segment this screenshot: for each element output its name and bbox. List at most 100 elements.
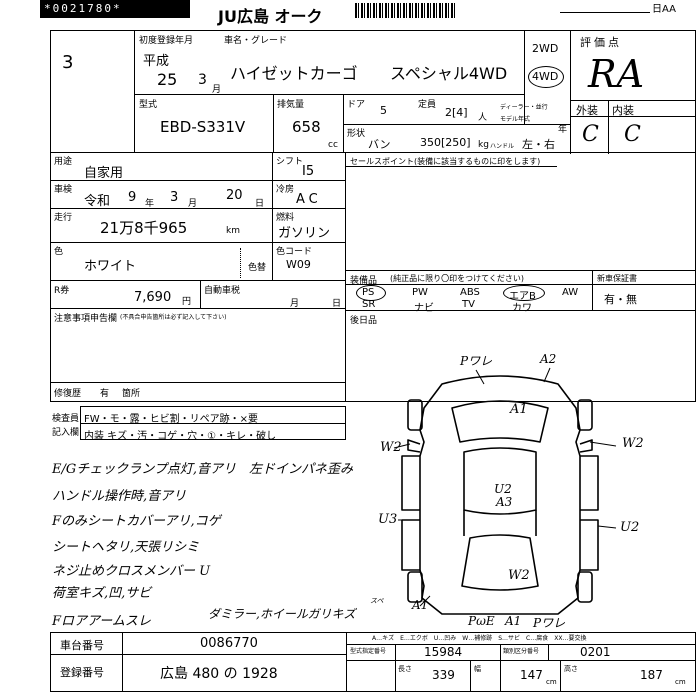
equipment-label: 装備品 xyxy=(350,276,378,286)
car-diagram xyxy=(393,367,617,615)
handle-label: ハンドル xyxy=(490,143,515,150)
first-reg-year: 25 xyxy=(157,70,178,89)
diagram-mark-12: PωE xyxy=(468,614,495,628)
inspection-label: 車検 xyxy=(54,185,73,195)
inspection-month: 3 xyxy=(170,190,179,205)
diagram-mark-15: スペ xyxy=(370,597,384,605)
grade-int-value: C xyxy=(624,122,641,147)
diagram-mark-2: A2 xyxy=(540,352,557,366)
mileage-unit: km xyxy=(226,226,240,236)
model-year-label: モデル年式 xyxy=(500,116,531,123)
inspection-day-unit: 日 xyxy=(255,199,265,209)
color-label: 色 xyxy=(54,247,64,257)
width-label: 幅 xyxy=(474,665,481,673)
chassis-value: 0086770 xyxy=(200,636,258,651)
model-label: 車名・グレード xyxy=(224,36,288,46)
fuel-value: ガソリン xyxy=(278,226,331,241)
bottom-table xyxy=(50,632,696,692)
ac-value: AC xyxy=(296,192,322,207)
diagram-mark-11: A1 xyxy=(412,598,429,612)
dealer-label: ディーラー・並行 xyxy=(500,104,548,111)
equip-tv: TV xyxy=(462,299,475,310)
notes-label: 注意事項申告欄 xyxy=(54,314,118,324)
tax-day-unit: 日 xyxy=(332,299,342,309)
lot-number: 3 xyxy=(62,52,74,73)
shift-value: I5 xyxy=(302,164,315,179)
diagram-mark-9: U2 xyxy=(620,520,640,535)
sales-points-label: セールスポイント(装備に該当するものに印をします) xyxy=(350,157,541,166)
doors-label: ドア xyxy=(347,100,366,110)
barcode-serial xyxy=(40,0,190,18)
handwritten-note-3: Fのみシートカバーアリ,コゲ xyxy=(52,514,221,529)
equip-airbag: エアB xyxy=(509,291,536,302)
doors-value: 5 xyxy=(380,104,387,117)
inspector-row-2: 内装 キズ・汚・コゲ・穴・①・キレ・破し xyxy=(84,431,277,442)
tax-month-unit: 月 xyxy=(290,299,300,309)
diagram-mark-14: Pワレ xyxy=(533,616,566,630)
equip-airbag-circle xyxy=(503,285,545,301)
notes-sublabel: (不具合申告箇所は必ず記入して下さい) xyxy=(120,314,227,321)
new-car-warranty-value: 有・無 xyxy=(604,293,637,306)
equip-sr: SR xyxy=(362,299,376,310)
displacement-label: 排気量 xyxy=(277,100,305,110)
handwritten-note-5: ネジ止めクロスメンバー U xyxy=(52,564,211,579)
inspector-label-2: 記入欄 xyxy=(52,428,80,438)
ac-label: 冷房 xyxy=(276,185,295,195)
repair-label: 修復歴 xyxy=(54,389,82,399)
recycle-unit: 円 xyxy=(182,297,192,307)
load-unit: kg xyxy=(478,140,489,150)
diagram-mark-13: A1 xyxy=(505,614,522,628)
inspector-row-1: FW・モ・露・ヒビ割・リペア跡・×要 xyxy=(84,414,259,425)
header-right-text: 日AA xyxy=(652,4,676,15)
first-reg-month-unit: 月 xyxy=(212,85,222,95)
inspector-label-1: 検査員 xyxy=(52,414,80,424)
shape-value: バン xyxy=(368,138,391,151)
height-value: 187 xyxy=(640,668,663,682)
mileage-label: 走行 xyxy=(54,213,73,223)
type-code-label: 型式 xyxy=(139,100,158,110)
handwritten-note-4: シートヘタリ,天張リシミ xyxy=(52,540,200,555)
equip-ps-circle xyxy=(356,285,386,301)
grade-ext-label: 外装 xyxy=(576,104,598,117)
handwritten-note-8: ダミラー,ホイールガリキズ xyxy=(208,607,356,621)
handwritten-note-2: ハンドル操作時,音アリ xyxy=(52,489,187,504)
usage-label: 用途 xyxy=(54,157,73,167)
type-code-value: EBD-S331V xyxy=(160,118,246,136)
sheet-frame xyxy=(50,30,696,402)
length-value: 339 xyxy=(432,668,455,682)
handwritten-note-7: Fロアアームスレ xyxy=(52,614,151,629)
drive-4wd: 4WD xyxy=(532,70,559,83)
registration-label: 登録番号 xyxy=(60,666,104,679)
drive-4wd-circle xyxy=(528,66,564,88)
load-value: 350[250] xyxy=(420,136,471,149)
damage-legend: A…キズ E…エクボ U…凹み W…補修跡 S…サビ C…腐食 XX…要交換 xyxy=(372,635,587,642)
recycle-label: R券 xyxy=(54,286,70,296)
handle-value: 左・右 xyxy=(522,138,555,151)
diagram-mark-7: A3 xyxy=(496,495,513,509)
diagram-mark-4: W2 xyxy=(380,440,402,455)
grade-score: RA xyxy=(588,52,645,96)
width-unit: cm xyxy=(546,678,557,686)
displacement-unit: cc xyxy=(328,140,338,150)
model-year-unit: 年 xyxy=(558,125,568,135)
color-change-label: 色替 xyxy=(248,263,267,273)
model-grade: スペシャル4WD xyxy=(390,64,508,83)
cert-label: 型式指定番号 xyxy=(350,648,387,655)
diagram-mark-1: Pワレ xyxy=(460,354,493,368)
color-code-label: 色コード xyxy=(276,247,313,257)
inspection-year: 9 xyxy=(128,190,137,205)
handwritten-note-6: 荷室キズ,凹,サビ xyxy=(52,586,152,601)
equipment-sublabel: (純正品に限り〇印をつけてください) xyxy=(390,274,525,283)
equip-abs: ABS xyxy=(460,287,480,298)
chassis-label: 車台番号 xyxy=(60,639,104,652)
equip-pw: PW xyxy=(412,287,428,298)
grade-ext-value: C xyxy=(582,122,599,147)
equip-leather: カワ xyxy=(512,303,532,314)
diagram-mark-5: W2 xyxy=(622,436,644,451)
diagram-mark-6: U2 xyxy=(494,482,512,496)
fuel-label: 燃料 xyxy=(276,213,295,223)
color-value: ホワイト xyxy=(84,259,137,274)
grade-label: 評価点 xyxy=(580,36,622,49)
diagram-mark-8: U3 xyxy=(378,512,398,527)
inspection-day: 20 xyxy=(226,188,243,203)
